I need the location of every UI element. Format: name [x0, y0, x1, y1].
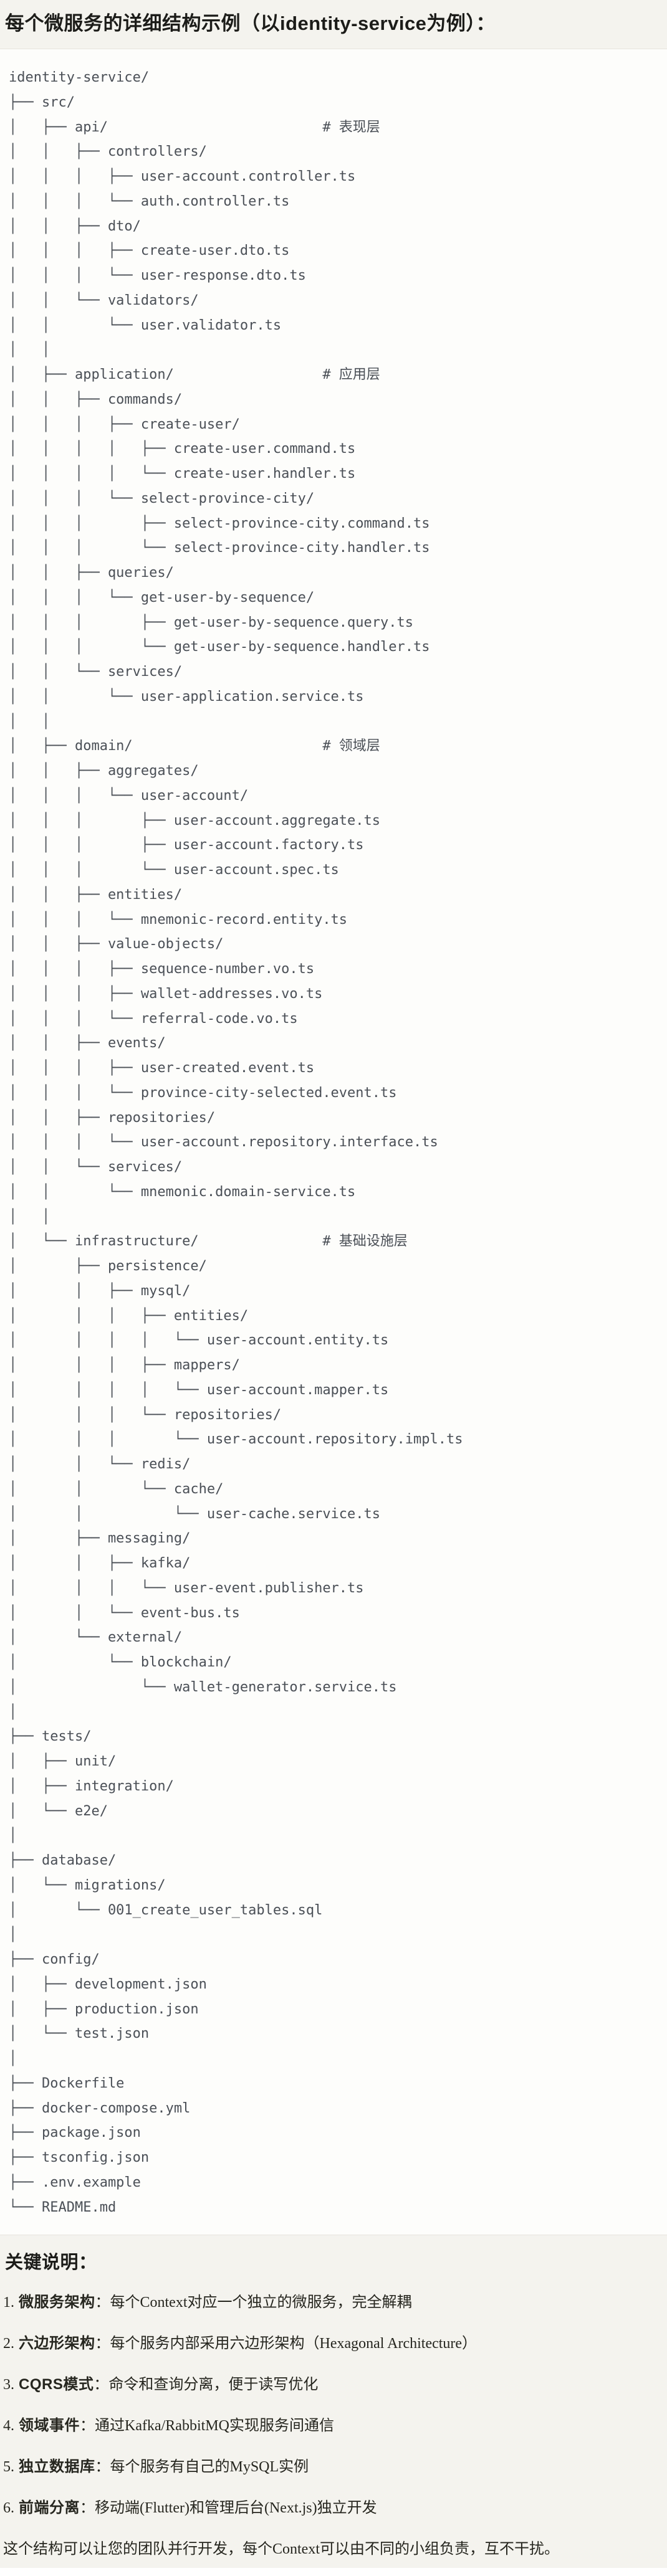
note-colon: ： — [80, 2418, 95, 2435]
note-item-database: 5. 独立数据库：每个服务有自己的MySQL实例 — [3, 2457, 662, 2477]
note-number: 4. — [3, 2418, 14, 2435]
notes-list: 1.微服务架构：每个Context对应一个独立的微服务，完全解耦 2.六边形架构… — [3, 2293, 662, 2518]
note-text: 命令和查询分离，便于读写优化 — [108, 2377, 319, 2393]
note-colon: ： — [80, 2500, 95, 2517]
notes-heading: 关键说明： — [5, 2253, 97, 2273]
note-label: CQRS模式 — [19, 2376, 94, 2393]
note-label: 独立数据库 — [19, 2458, 95, 2476]
note-colon: ： — [95, 2459, 110, 2476]
note-label: 微服务架构 — [19, 2294, 95, 2311]
note-item-cqrs: 3. CQRS模式：命令和查询分离，便于读写优化 — [3, 2375, 662, 2395]
note-number: 1. — [3, 2294, 14, 2311]
note-item-domain-events: 4. 领域事件：通过Kafka/RabbitMQ实现服务间通信 — [3, 2416, 662, 2436]
note-number: 6. — [3, 2500, 14, 2517]
note-item-hexagonal: 2. 六边形架构：每个服务内部采用六边形架构（Hexagonal Architec… — [3, 2334, 662, 2354]
note-number: 3. — [3, 2377, 14, 2393]
page-title: 每个微服务的详细结构示例（以identity-service为例）： — [5, 12, 496, 34]
note-label: 六边形架构 — [19, 2335, 95, 2352]
note-text: 每个服务有自己的MySQL实例 — [110, 2459, 309, 2476]
note-number: 5. — [3, 2459, 14, 2476]
note-label: 前端分离 — [19, 2499, 80, 2517]
note-item-frontend: 6. 前端分离：移动端(Flutter)和管理后台(Next.js)独立开发 — [3, 2498, 662, 2518]
bottom-strip — [0, 2568, 667, 2576]
note-label: 领域事件 — [19, 2417, 80, 2435]
note-text: 每个Context对应一个独立的微服务，完全解耦 — [110, 2294, 412, 2311]
note-colon: ： — [94, 2377, 109, 2393]
note-number: 2. — [3, 2336, 14, 2352]
note-colon: ： — [95, 2336, 110, 2352]
note-text: 每个服务内部采用六边形架构（Hexagonal Architecture） — [110, 2336, 477, 2352]
note-text: 通过Kafka/RabbitMQ实现服务间通信 — [95, 2418, 334, 2435]
note-item-microservice: 1. 微服务架构：每个Context对应一个独立的微服务，完全解耦 — [3, 2293, 662, 2312]
directory-tree-code-block: identity-service/ ├── src/ │ ├── api/ # … — [0, 49, 667, 2236]
note-text: 移动端(Flutter)和管理后台(Next.js)独立开发 — [95, 2500, 377, 2517]
closing-paragraph: 这个结构可以让您的团队并行开发，每个Context可以由不同的小组负责，互不干扰… — [3, 2541, 559, 2558]
note-colon: ： — [95, 2294, 110, 2311]
